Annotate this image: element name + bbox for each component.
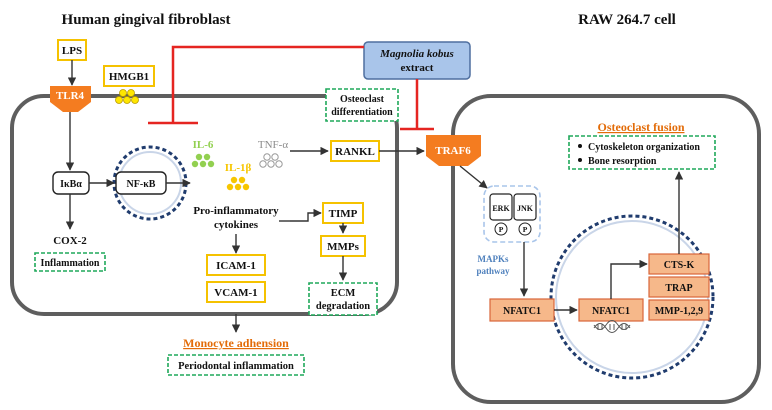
il6-label: IL-6 — [193, 139, 214, 151]
right-panel-title: RAW 264.7 cell — [578, 12, 676, 28]
erk-p-label: P — [499, 225, 504, 234]
jnk-p-label: P — [523, 225, 528, 234]
jnk-label: JNK — [517, 204, 534, 213]
erk-label: ERK — [492, 204, 510, 213]
jnk-box — [513, 193, 537, 221]
nfatc1-cyto-label: NFATC1 — [503, 306, 541, 317]
timp-label: TIMP — [329, 208, 358, 220]
traf6-receptor — [426, 135, 481, 166]
hmgb1-box — [103, 65, 155, 87]
ecm-line2: degradation — [316, 301, 370, 312]
jnk-phospho — [518, 222, 532, 236]
il6-dots — [191, 153, 215, 168]
extract-label-rest: extract — [401, 62, 434, 74]
erk-phospho — [494, 222, 508, 236]
osteoclast-fusion-label: Osteoclast fusion — [598, 120, 685, 134]
bullet-1 — [578, 144, 582, 148]
il1b-dots — [226, 176, 250, 191]
osteoclast-fusion-box — [568, 135, 716, 170]
osteoclast-diff-line1: Osteoclast — [340, 94, 385, 105]
ikba-label: IκBα — [60, 179, 82, 190]
inhibit-line-hmgb1 — [171, 45, 364, 123]
mapks-line2: pathway — [476, 266, 510, 276]
nfkb-label: NF-κB — [127, 179, 156, 190]
inflammation-label: Inflammation — [41, 258, 100, 269]
proinflammatory-line1: Pro-inflammatory — [193, 205, 279, 217]
vcam1-label: VCAM-1 — [214, 287, 257, 299]
ecm-line1: ECM — [331, 288, 356, 299]
cox2-label: COX-2 — [53, 235, 87, 247]
hmgb1-label: HMGB1 — [109, 71, 149, 83]
osteoclast-differentiation-box — [325, 88, 399, 122]
cts-k-label: CTS-K — [664, 260, 695, 271]
rankl-label: RANKL — [335, 146, 375, 158]
proinflammatory-line2: cytokines — [214, 219, 259, 231]
dna-icon — [593, 320, 631, 333]
inflammation-box — [34, 252, 106, 272]
left-panel-title: Human gingival fibroblast — [62, 12, 231, 28]
mapks-line1: MAPKs — [478, 254, 509, 264]
tlr4-label: TLR4 — [56, 90, 85, 102]
osteoclast-diff-line2: differentiation — [331, 107, 393, 118]
vcam1-box — [206, 281, 266, 303]
ecm-box — [308, 282, 378, 316]
icam1-box — [206, 254, 266, 276]
lps-label: LPS — [62, 45, 82, 57]
mmp-129-label: MMP-1,2,9 — [655, 306, 703, 317]
extract-label: Magnolia kobus — [379, 48, 454, 60]
periodontal-inflammation-label: Periodontal inflammation — [178, 361, 294, 372]
nfatc1-nuc-label: NFATC1 — [592, 306, 630, 317]
il1b-label: IL-1β — [225, 162, 252, 174]
arrow-nfatc1-genes — [610, 259, 648, 299]
erk-box — [489, 193, 513, 221]
monocyte-adhesion-label: Monocyte adhension — [183, 336, 289, 350]
cytoskeleton-label: Cytoskeleton organization — [588, 142, 700, 153]
mapk-complex — [483, 185, 541, 243]
trap-label: TRAP — [665, 283, 692, 294]
fibroblast-cell — [10, 94, 399, 316]
bone-resorption-label: Bone resorption — [588, 156, 657, 167]
mmps-label: MMPs — [327, 241, 359, 253]
raw-cell — [451, 94, 761, 404]
arrow-traf6-mapk — [459, 165, 488, 189]
tlr4-receptor — [50, 86, 91, 112]
trap-box — [648, 276, 710, 298]
bullet-2 — [578, 158, 582, 162]
periodontal-inflammation-box — [167, 354, 305, 376]
tnfa-label: TNF-α — [258, 139, 288, 151]
traf6-label: TRAF6 — [435, 145, 471, 157]
raw-nucleus — [549, 214, 715, 380]
icam1-label: ICAM-1 — [216, 260, 256, 272]
extract-name-italic: Magnolia kobus — [379, 48, 454, 60]
tnfa-dots — [259, 153, 283, 168]
mmp-129-box — [648, 299, 710, 321]
arrow-cytokines-timp — [290, 208, 322, 222]
hmgb1-dots — [115, 89, 139, 104]
